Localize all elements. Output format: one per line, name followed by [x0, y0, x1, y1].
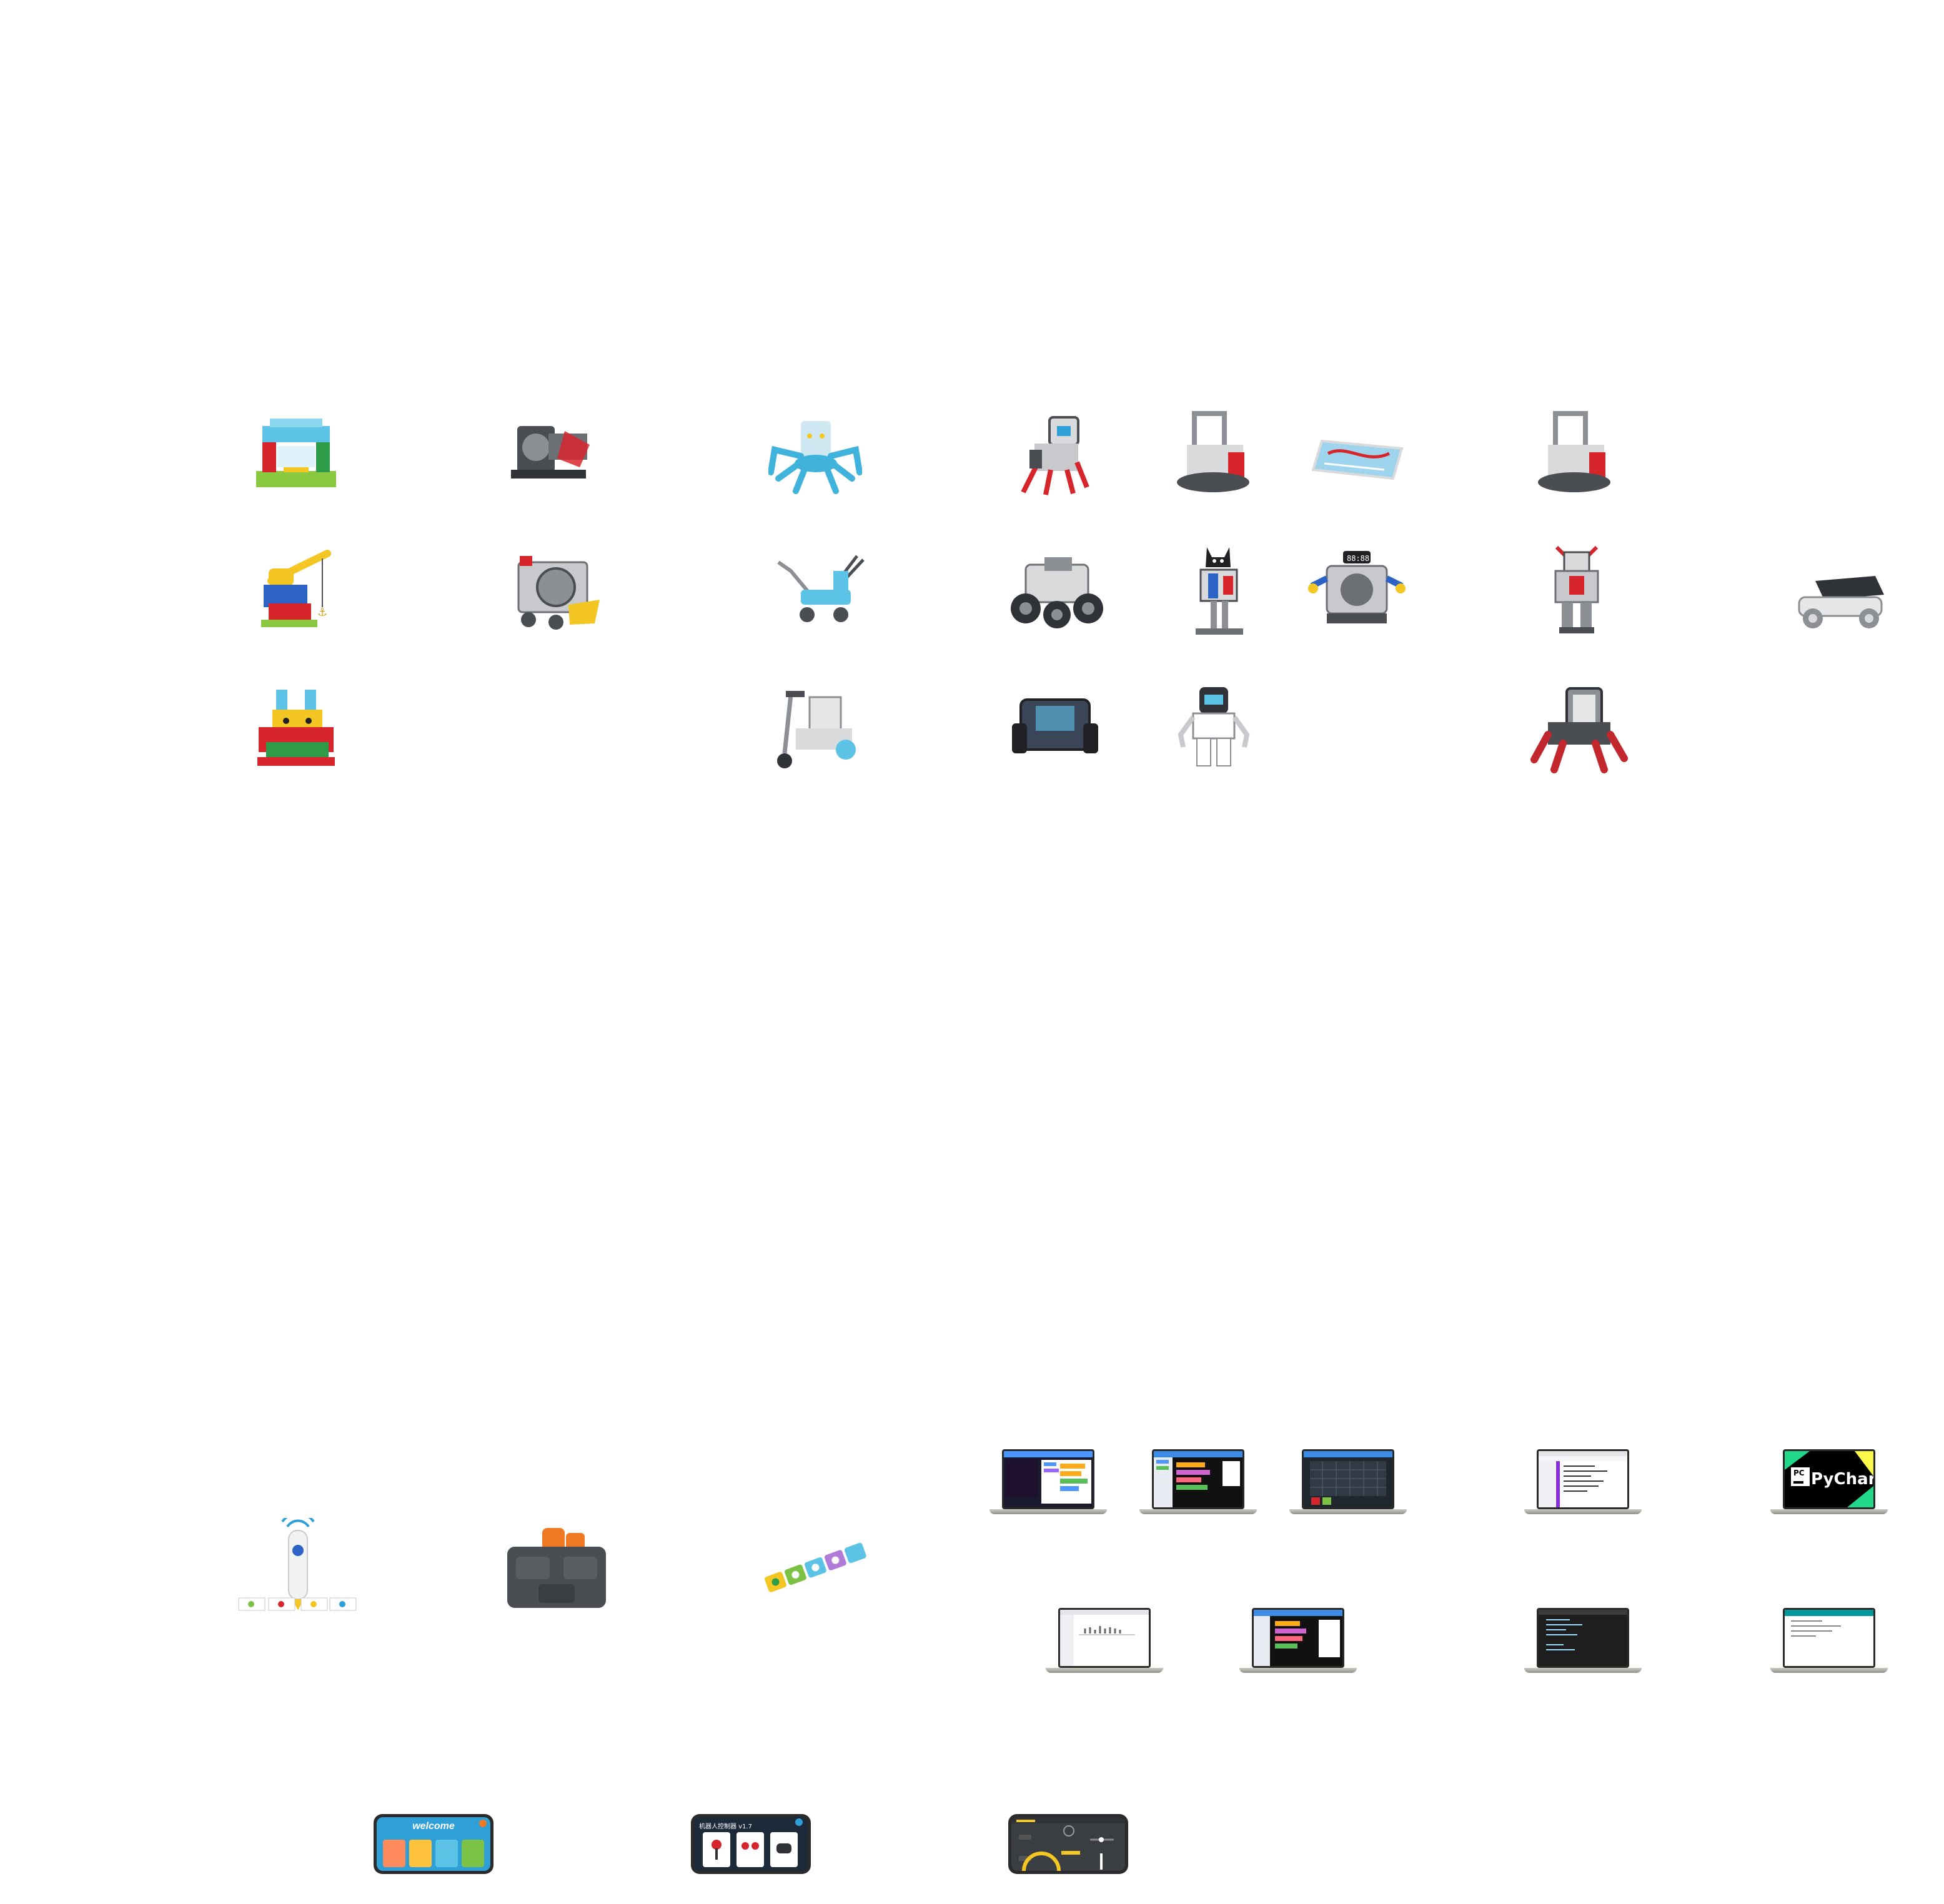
phone-screen: 机器人控制器 v1.7	[694, 1817, 808, 1871]
phone-screen	[1011, 1817, 1125, 1871]
laptop-base	[1046, 1668, 1163, 1673]
blue-deer-icon[interactable]	[772, 552, 866, 630]
white-humanoid-icon[interactable]	[1174, 685, 1253, 776]
humanoid-grey-icon[interactable]	[1545, 542, 1608, 637]
laptop-simulation[interactable]	[1289, 1449, 1407, 1515]
laptop-screen	[1537, 1449, 1629, 1509]
laptop-screen	[1302, 1449, 1394, 1509]
laptop-base	[989, 1509, 1107, 1514]
laptop-screen	[1537, 1608, 1629, 1668]
svg-text:88:88: 88:88	[1347, 554, 1369, 563]
laptop-screen	[1058, 1608, 1151, 1668]
laptop-block-editor[interactable]	[1239, 1608, 1357, 1674]
laptop-base	[1289, 1509, 1407, 1514]
laptop-base	[1239, 1668, 1357, 1673]
cat-robot-icon[interactable]	[1186, 542, 1251, 638]
track-mat-icon[interactable]	[1309, 435, 1406, 482]
red-walker-icon[interactable]	[1529, 685, 1629, 775]
laptop-screen	[1152, 1449, 1244, 1509]
controller-title: 机器人控制器 v1.7	[699, 1823, 752, 1830]
laptop-base	[1770, 1509, 1888, 1514]
laptop-pycharm[interactable]: PC PyCharm	[1770, 1449, 1888, 1515]
blue-spider-icon[interactable]	[768, 412, 862, 496]
grey-module-icon[interactable]	[503, 1524, 610, 1613]
laptop-base	[1770, 1668, 1888, 1673]
scooter-bot-icon[interactable]	[772, 685, 862, 772]
laptop-screen	[1002, 1449, 1094, 1509]
laptop-base	[1139, 1509, 1257, 1514]
phone-screen: welcome	[377, 1817, 490, 1871]
offroad-car-icon[interactable]	[1008, 552, 1106, 633]
laptop-scratch-stage[interactable]	[989, 1449, 1107, 1515]
pycharm-badge: PC	[1793, 1469, 1805, 1477]
laptop-screen	[1252, 1608, 1344, 1668]
grey-walker-icon[interactable]	[1017, 412, 1092, 497]
svg-text:⚓: ⚓	[317, 606, 327, 619]
laptop-chart-tool[interactable]	[1046, 1608, 1163, 1674]
laptop-block-coding[interactable]	[1139, 1449, 1257, 1515]
block-dragon-icon[interactable]	[251, 685, 341, 773]
solar-car-icon[interactable]	[1790, 572, 1893, 632]
grey-quad-bot-icon[interactable]	[505, 412, 605, 490]
lift-bot-a-icon[interactable]	[1174, 407, 1259, 496]
block-crane-icon[interactable]: ⚓	[252, 550, 337, 631]
path-cards-icon[interactable]	[760, 1534, 872, 1599]
pen-reader-icon[interactable]	[236, 1518, 359, 1615]
laptop-screen	[1783, 1608, 1875, 1668]
laptop-arduino-ide[interactable]	[1524, 1449, 1642, 1515]
phone-robot-controller-app[interactable]: 机器人控制器 v1.7	[691, 1814, 811, 1874]
laptop-screen: PC PyCharm	[1783, 1449, 1875, 1509]
display-bot-icon[interactable]: 88:88	[1308, 547, 1406, 632]
block-gate-icon[interactable]	[252, 414, 340, 491]
phone-welcome-app[interactable]: welcome	[374, 1814, 493, 1874]
laptop-base	[1524, 1668, 1642, 1673]
laptop-light-ide[interactable]	[1770, 1608, 1888, 1674]
laptop-base	[1524, 1509, 1642, 1514]
smart-car-icon[interactable]	[1008, 691, 1102, 766]
welcome-label: welcome	[412, 1821, 455, 1832]
laptop-dark-editor[interactable]	[1524, 1608, 1642, 1674]
grey-engine-cart-icon[interactable]	[512, 550, 603, 633]
phone-dashboard-app[interactable]	[1008, 1814, 1128, 1874]
lift-bot-b-icon[interactable]	[1535, 407, 1620, 496]
pycharm-label: PyCharm	[1811, 1470, 1873, 1489]
